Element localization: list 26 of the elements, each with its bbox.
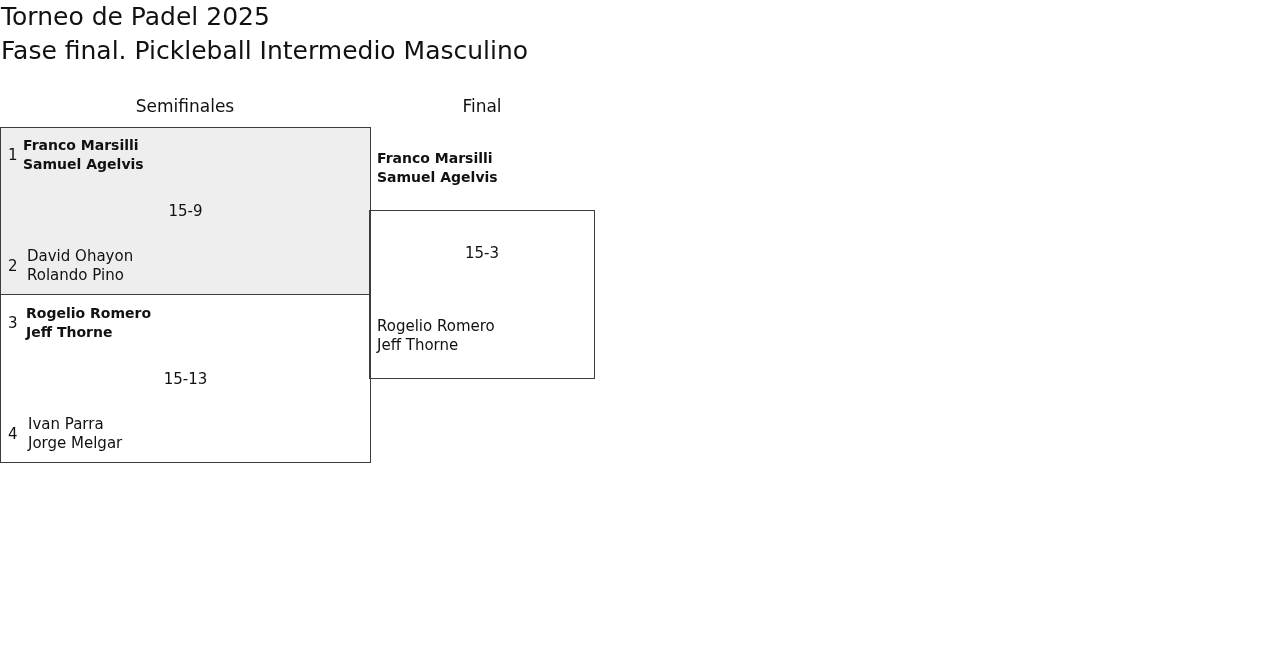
player-name: Jeff Thorne — [26, 323, 114, 342]
player-name: Samuel Agelvis — [23, 155, 144, 174]
round-heading: Final — [462, 96, 502, 116]
seed-number: 1 — [8, 145, 18, 165]
player-name: Franco Marsilli — [23, 136, 140, 155]
player-name: Franco Marsilli — [377, 149, 494, 168]
player-name: Rolando Pino — [27, 266, 125, 285]
seed-number: 2 — [8, 256, 18, 276]
subtitle: Fase final. Pickleball Intermedio Masculino — [1, 36, 529, 66]
match-box — [369, 210, 595, 379]
seed-number: 3 — [8, 313, 18, 333]
match-score: 15-3 — [465, 243, 499, 263]
player-name: Jorge Melgar — [28, 434, 123, 453]
match-score: 15-13 — [163, 369, 208, 388]
player-name: Rogelio Romero — [26, 304, 151, 323]
round-heading: Semifinales — [135, 96, 235, 116]
match-box — [0, 127, 371, 295]
match-box — [0, 294, 371, 463]
player-name: Jeff Thorne — [377, 336, 460, 355]
match-score: 15-9 — [168, 201, 203, 221]
player-name: David Ohayon — [27, 247, 134, 266]
seed-number: 4 — [8, 424, 18, 444]
player-name: Rogelio Romero — [377, 317, 495, 336]
page-title: Torneo de Padel 2025 — [1, 2, 270, 32]
player-name: Samuel Agelvis — [377, 168, 498, 187]
player-name: Ivan Parra — [28, 415, 105, 434]
